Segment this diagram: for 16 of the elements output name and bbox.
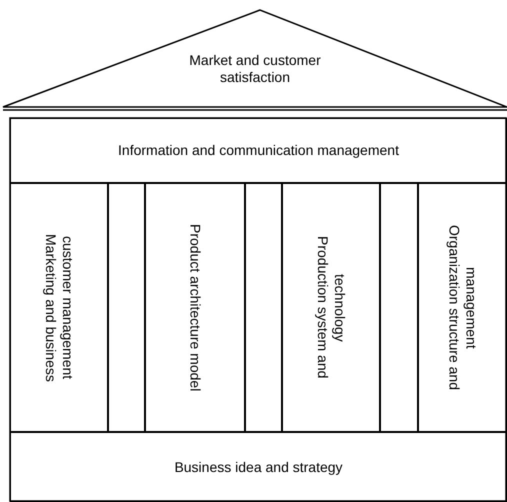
pillar-gap <box>380 183 418 432</box>
pillar-box <box>418 183 507 432</box>
roof-label: Market and customer satisfaction <box>188 52 322 86</box>
pillar-box <box>10 183 108 432</box>
band-label: Information and communication management <box>118 142 399 159</box>
pillar-gap <box>245 183 282 432</box>
pillar-label: Marketing and business customer management <box>42 232 76 384</box>
pillar-box <box>282 183 380 432</box>
pillar-box <box>145 183 245 432</box>
pillar-label: Production system and technology <box>314 235 348 381</box>
beam-band <box>10 118 507 183</box>
foundation-band <box>10 432 507 502</box>
pillar-label: Product architecture model <box>186 224 204 392</box>
pillar-gap <box>108 183 145 432</box>
band-label: Business idea and strategy <box>174 458 343 476</box>
pillar-label: Organization structure and management <box>446 224 480 392</box>
